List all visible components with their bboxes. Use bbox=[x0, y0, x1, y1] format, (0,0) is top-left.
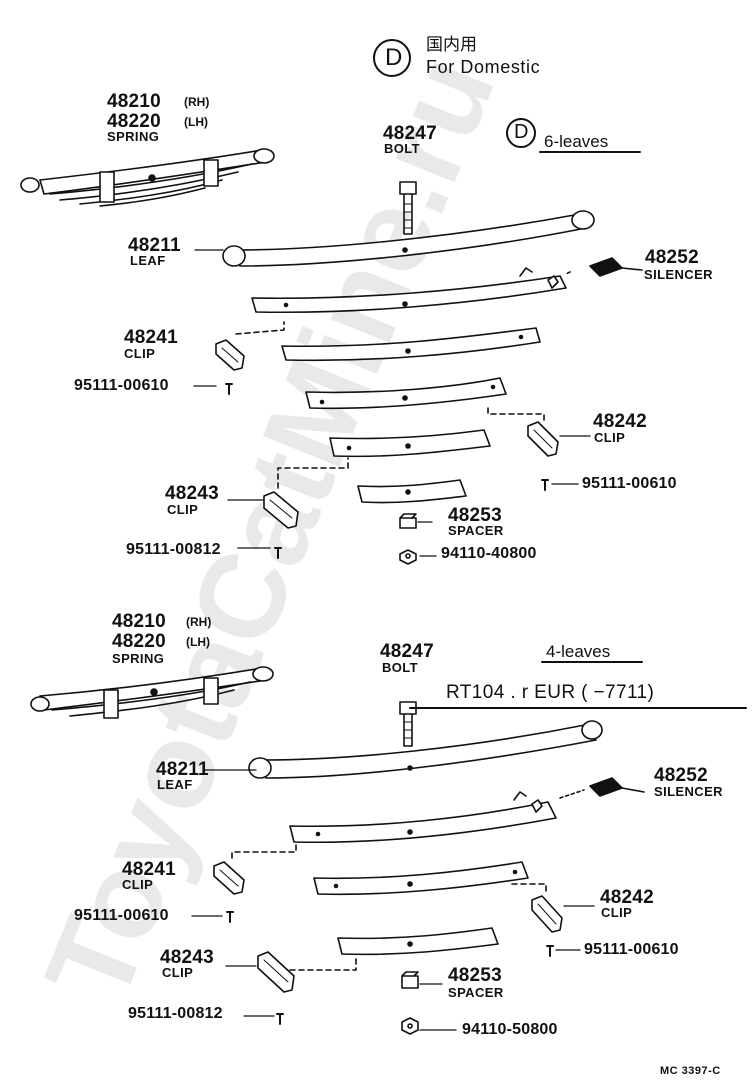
leaf-main-bottom bbox=[248, 720, 603, 779]
top-clip3-label: CLIP bbox=[167, 502, 199, 517]
top-spring-lh-no: 48220 bbox=[107, 111, 161, 132]
bottom-spring-lh-no: 48220 bbox=[112, 631, 166, 652]
top-screw1: 95111-00610 bbox=[74, 377, 169, 394]
clip-48241-top bbox=[215, 321, 285, 371]
top-silencer-label: SILENCER bbox=[644, 267, 713, 282]
bottom-leaf-label: LEAF bbox=[157, 777, 193, 792]
top-leaf-no: 48211 bbox=[128, 235, 181, 256]
spring-assembly-bottom bbox=[30, 666, 274, 719]
top-variant: 6-leaves bbox=[544, 132, 609, 151]
domestic-badge-circle bbox=[373, 39, 411, 77]
silencer-top bbox=[565, 257, 643, 277]
silencer-bottom bbox=[559, 777, 645, 799]
bottom-silencer-label: SILENCER bbox=[654, 784, 723, 799]
bottom-screw3: 95111-00812 bbox=[128, 1005, 223, 1022]
six-leaves-badge-letter: D bbox=[514, 121, 529, 143]
clip-48243-top bbox=[263, 457, 349, 529]
leaf-3-bottom bbox=[313, 861, 529, 896]
bottom-variant: 4-leaves bbox=[546, 642, 611, 661]
bottom-screw1: 95111-00610 bbox=[74, 907, 169, 924]
footer-code: MC 3397-C bbox=[660, 1065, 721, 1077]
top-nut: 94110-40800 bbox=[441, 545, 537, 562]
bottom-bolt-label: BOLT bbox=[382, 660, 419, 675]
fasteners-bottom bbox=[226, 911, 554, 1035]
bottom-screw2: 95111-00610 bbox=[584, 941, 679, 958]
bottom-clip1-no: 48241 bbox=[122, 859, 176, 880]
leaf-3-top bbox=[281, 327, 541, 362]
top-silencer-no: 48252 bbox=[645, 247, 699, 268]
bolt-bottom bbox=[399, 701, 417, 747]
bottom-nut: 94110-50800 bbox=[462, 1021, 558, 1038]
top-spacer-label: SPACER bbox=[448, 523, 504, 538]
leaf-4-bottom bbox=[337, 927, 499, 956]
leader-lines-bottom bbox=[191, 661, 747, 1031]
top-clip1-label: CLIP bbox=[124, 346, 156, 361]
domestic-badge-letter: D bbox=[385, 44, 403, 71]
top-screw3: 95111-00812 bbox=[126, 541, 221, 558]
leaf-main-top bbox=[222, 210, 595, 267]
bolt-top bbox=[399, 181, 417, 235]
bottom-clip2-label: CLIP bbox=[601, 905, 633, 920]
top-screw2: 95111-00610 bbox=[582, 475, 677, 492]
bottom-spring-label: SPRING bbox=[112, 651, 165, 666]
top-spacer-no: 48253 bbox=[448, 505, 502, 526]
leaf-2-bottom bbox=[289, 791, 557, 844]
bottom-clip2-no: 48242 bbox=[600, 887, 654, 908]
bottom-spacer-label: SPACER bbox=[448, 985, 504, 1000]
bottom-spring-rh-no: 48210 bbox=[112, 611, 166, 632]
bottom-clip3-label: CLIP bbox=[162, 965, 194, 980]
leaf-2-top bbox=[251, 267, 567, 314]
top-clip3-no: 48243 bbox=[165, 483, 219, 504]
bottom-silencer-no: 48252 bbox=[654, 765, 708, 786]
leaf-4-top bbox=[305, 377, 507, 410]
bottom-lh: (LH) bbox=[186, 635, 210, 649]
clip-48242-bottom bbox=[511, 883, 563, 933]
top-bolt-label: BOLT bbox=[384, 141, 421, 156]
bottom-clip3-no: 48243 bbox=[160, 947, 214, 968]
bottom-model: RT104 . r EUR ( −7711) bbox=[446, 682, 655, 703]
top-spring-rh-no: 48210 bbox=[107, 91, 161, 112]
top-rh: (RH) bbox=[184, 95, 210, 109]
top-bolt-no: 48247 bbox=[383, 123, 437, 144]
leaf-6-top bbox=[357, 479, 467, 504]
spring-assembly-top bbox=[20, 148, 275, 207]
top-clip1-no: 48241 bbox=[124, 327, 178, 348]
top-lh: (LH) bbox=[184, 115, 208, 129]
six-leaves-badge-circle bbox=[506, 118, 536, 148]
clip-48243-bottom bbox=[257, 951, 357, 993]
fasteners-top bbox=[225, 383, 549, 565]
top-clip2-label: CLIP bbox=[594, 430, 626, 445]
clip-48242-top bbox=[487, 407, 559, 457]
top-leaf-label: LEAF bbox=[130, 253, 166, 268]
bottom-rh: (RH) bbox=[186, 615, 212, 629]
header-english: For Domestic bbox=[426, 57, 541, 77]
leader-lines-top bbox=[193, 151, 641, 557]
leaf-5-top bbox=[329, 429, 491, 458]
bottom-spacer-no: 48253 bbox=[448, 965, 502, 986]
bottom-clip1-label: CLIP bbox=[122, 877, 154, 892]
clip-48241-bottom bbox=[213, 841, 297, 895]
header-japanese: 国内用 bbox=[426, 35, 477, 54]
top-clip2-no: 48242 bbox=[593, 411, 647, 432]
bottom-bolt-no: 48247 bbox=[380, 641, 434, 662]
top-spring-label: SPRING bbox=[107, 129, 160, 144]
bottom-leaf-no: 48211 bbox=[156, 759, 209, 780]
